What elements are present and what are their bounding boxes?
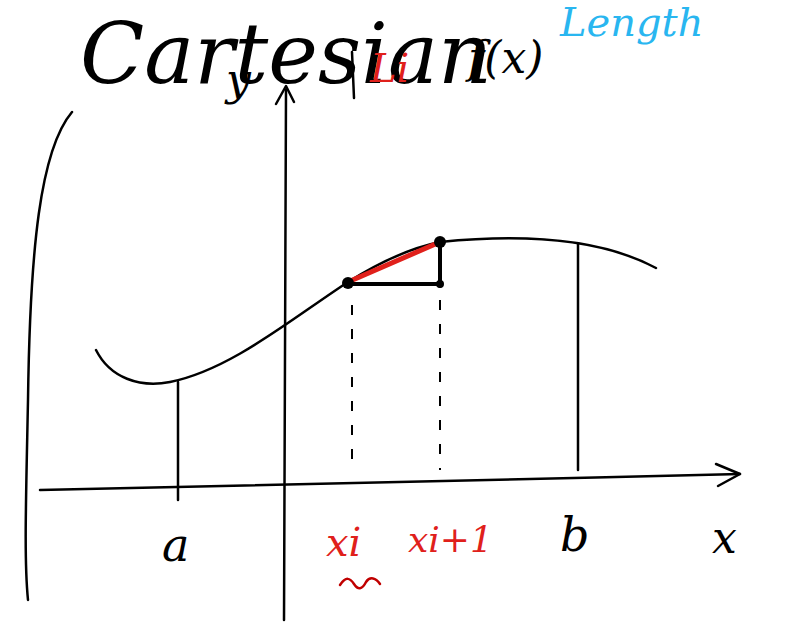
y-axis [284, 90, 286, 620]
point [434, 236, 446, 248]
axis-label: x [712, 516, 737, 560]
function-curve [96, 238, 656, 383]
axis-arrow [716, 464, 740, 486]
bound-line [577, 244, 580, 470]
point-label: xi+1 [408, 522, 493, 558]
heading: Cartesian [80, 12, 492, 96]
axis-label: y [226, 58, 251, 102]
dy-leg [438, 242, 442, 286]
bound-label: b [560, 512, 589, 558]
segment-Li [348, 242, 440, 282]
x-axis [40, 474, 740, 490]
squiggle [340, 578, 380, 588]
point [436, 280, 444, 288]
bound-line [177, 382, 180, 500]
dashed-guide [439, 300, 441, 470]
bracket [26, 112, 72, 600]
dx-leg [348, 282, 440, 286]
point [342, 277, 354, 289]
bound-label: a [162, 522, 189, 568]
segment-label: Li [370, 48, 409, 88]
function-label: f(x) [468, 36, 543, 80]
point-label: xi [326, 522, 361, 562]
dashed-guide [351, 305, 353, 470]
heading-note: Length [560, 2, 703, 42]
